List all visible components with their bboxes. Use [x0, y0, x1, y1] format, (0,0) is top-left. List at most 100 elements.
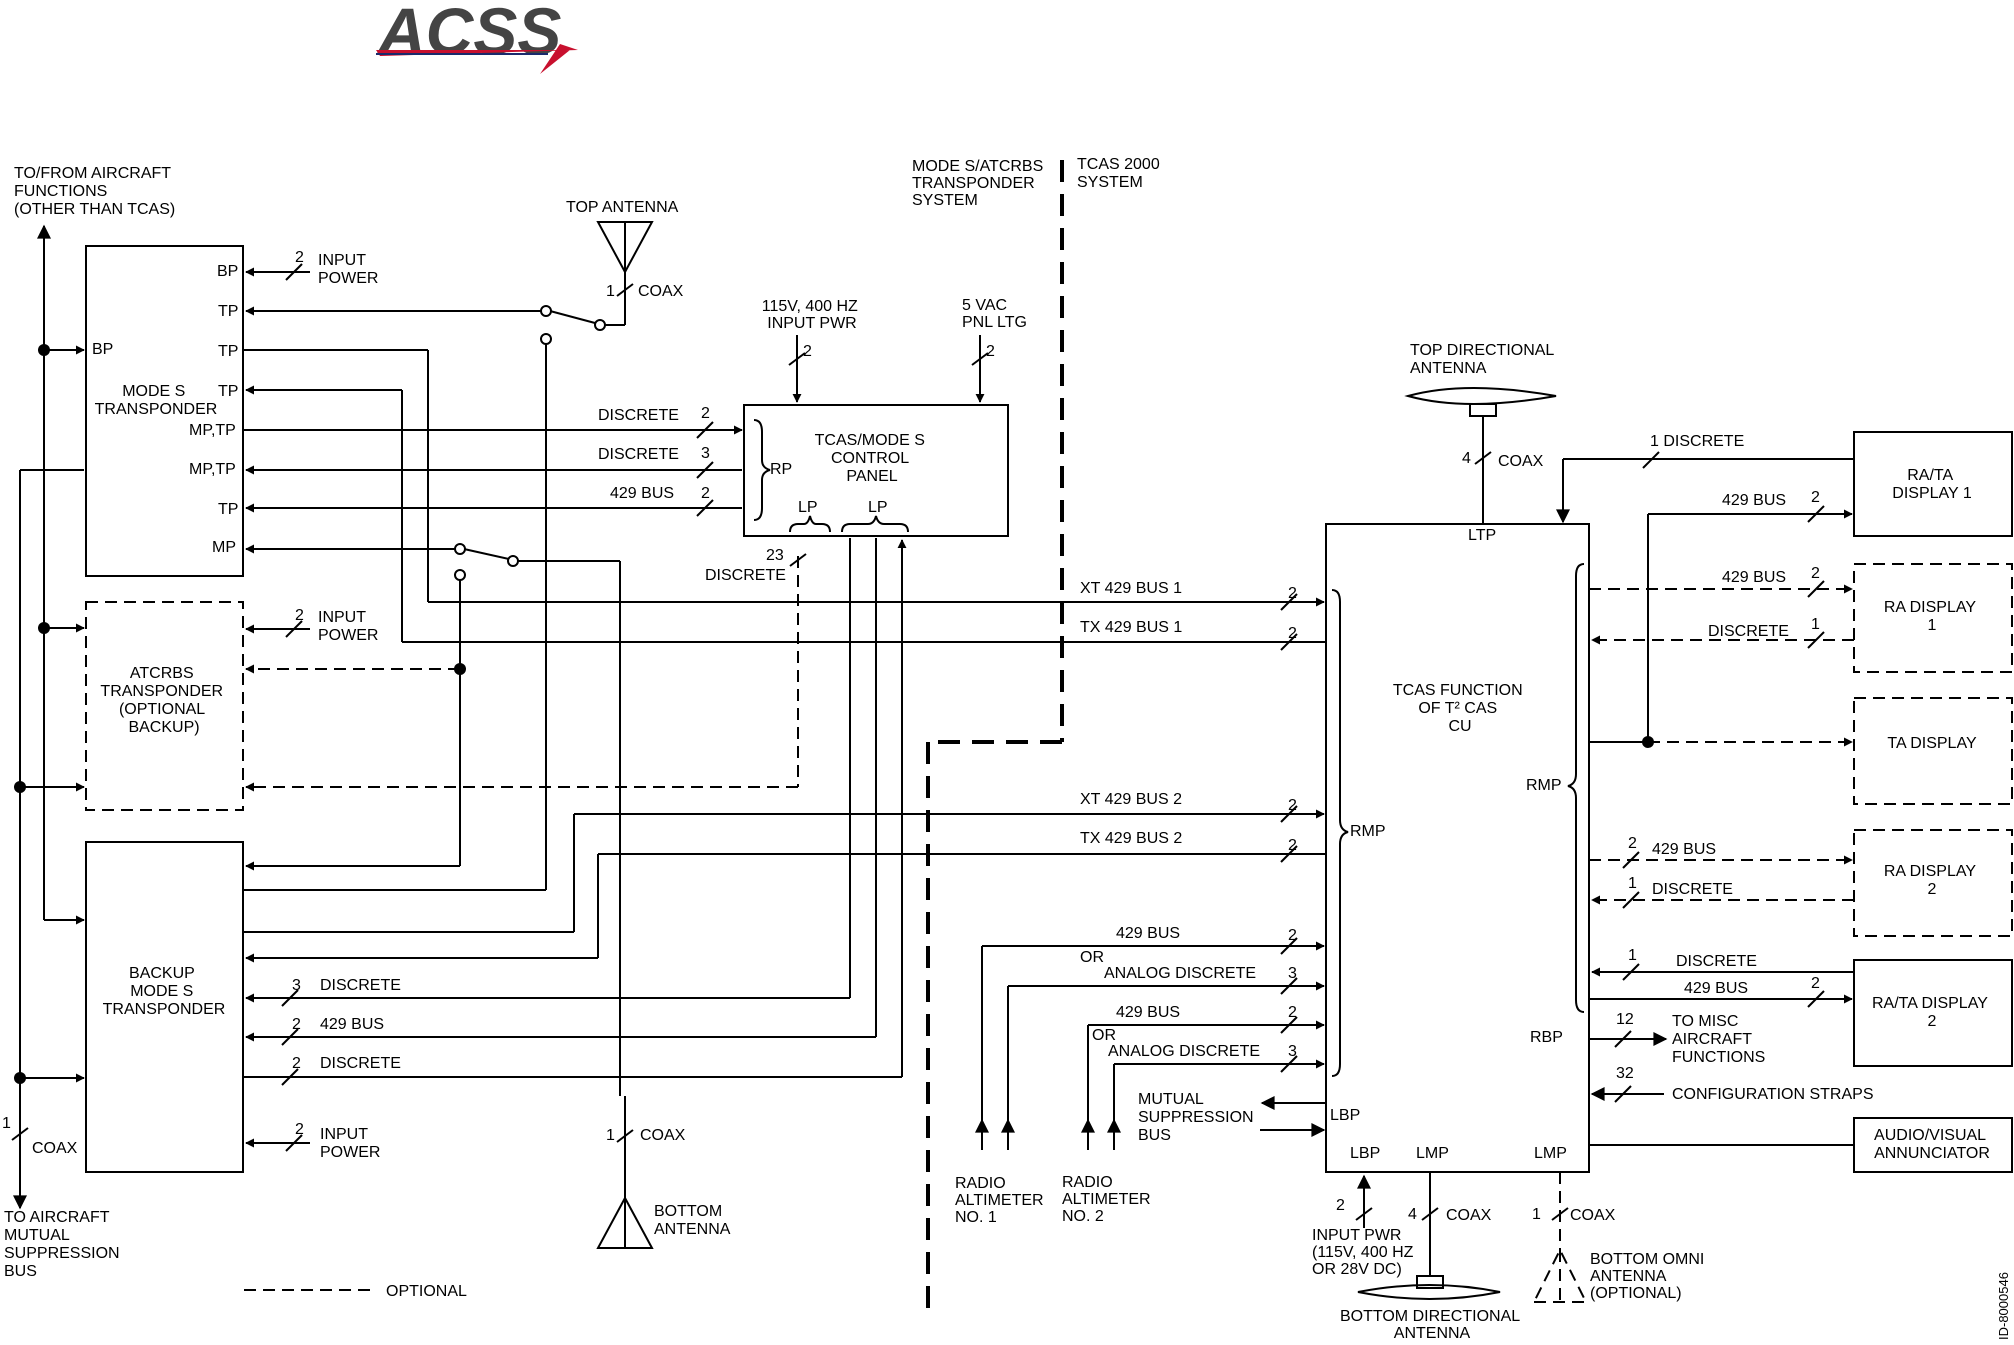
radio-altimeter-2-label: RADIO ALTIMETER NO. 2 — [1062, 1174, 1155, 1225]
ra-ta-display-1-box — [1853, 431, 2013, 537]
wire-slash — [1280, 805, 1298, 823]
wire-count: 12 — [1616, 1011, 1634, 1028]
wire-count: 2 — [295, 1121, 304, 1138]
port-rbp: RBP — [1530, 1029, 1563, 1046]
wire-slash — [285, 1134, 303, 1152]
mode-s-transponder-box — [85, 245, 244, 577]
ra-ta-display-1-label: RA/TA DISPLAY 1 — [1892, 467, 1972, 502]
or-label: OR — [1092, 1027, 1116, 1044]
wire-slash — [1355, 1207, 1373, 1221]
mode-s-system-label: MODE S/ATCRBS TRANSPONDER SYSTEM — [912, 158, 1048, 209]
ta-display-box — [1853, 697, 2013, 805]
top-directional-antenna-icon — [1404, 387, 1557, 405]
wire-count: 2 — [292, 1016, 301, 1033]
junction-dot — [14, 781, 26, 793]
wire-slash — [616, 1129, 634, 1143]
wire-slash — [1280, 1016, 1298, 1034]
bottom-omni-label: BOTTOM OMNI ANTENNA (OPTIONAL) — [1590, 1251, 1709, 1302]
junction-dot — [38, 622, 50, 634]
bus-429-label: 429 BUS — [1116, 925, 1180, 942]
bus-429-label: 429 BUS — [1722, 492, 1786, 509]
bus-429-label: 429 BUS — [610, 485, 674, 502]
coax-label: COAX — [32, 1140, 78, 1157]
wire-slash — [971, 352, 989, 366]
bottom-directional-antenna-icon — [1357, 1284, 1501, 1300]
atcrbs-transponder-label: ATCRBS TRANSPONDER (OPTIONAL BACKUP) — [100, 665, 227, 736]
wire-slash — [789, 553, 807, 567]
wire-slash — [1474, 451, 1492, 465]
tx-bus-2-label: TX 429 BUS 2 — [1080, 830, 1182, 847]
discrete-label: DISCRETE — [1676, 953, 1757, 970]
coax-label: COAX — [638, 283, 684, 300]
lp-brace — [789, 515, 831, 533]
wire-count: 2 — [803, 343, 812, 360]
wire-slash — [1614, 1085, 1632, 1103]
tcas-cu-box — [1325, 523, 1590, 1173]
wire-count: 1 — [606, 283, 615, 300]
wire-slash — [281, 989, 299, 1007]
optional-legend-label: OPTIONAL — [386, 1283, 467, 1300]
port-tp: TP — [218, 501, 238, 518]
wire-count: 4 — [1462, 450, 1471, 467]
port-lp: LP — [798, 499, 818, 516]
bus-429-label: 429 BUS — [1722, 569, 1786, 586]
wire-slash — [11, 1127, 29, 1141]
ra-display-2-box — [1853, 829, 2013, 937]
wire-slash — [696, 421, 714, 439]
wire-count: 2 — [1288, 837, 1297, 854]
switch-contact — [454, 569, 466, 581]
ra-ta-display-2-label: RA/TA DISPLAY 2 — [1872, 995, 1992, 1030]
wire-count: 1 — [1628, 947, 1637, 964]
port-lmp: LMP — [1534, 1145, 1567, 1162]
mode-s-transponder-label: MODE S TRANSPONDER — [95, 383, 218, 418]
tcas-system-label: TCAS 2000 SYSTEM — [1077, 156, 1164, 191]
port-lp: LP — [868, 499, 888, 516]
input-power-label: INPUT POWER — [318, 252, 378, 287]
wire-count: 2 — [1288, 585, 1297, 602]
junction-dot — [14, 1072, 26, 1084]
wire-count: 23 — [766, 547, 784, 564]
antenna-mount — [1469, 403, 1497, 417]
port-lbp: LBP — [1350, 1145, 1380, 1162]
coax-label: COAX — [1570, 1207, 1616, 1224]
wire-slash — [696, 499, 714, 517]
wire-slash — [1807, 505, 1825, 523]
rp-brace — [753, 419, 771, 521]
wire-count: 2 — [1288, 625, 1297, 642]
wire-slash — [1622, 891, 1640, 909]
wire-count: 32 — [1616, 1065, 1634, 1082]
radio-altimeter-1-label: RADIO ALTIMETER NO. 1 — [955, 1175, 1048, 1226]
backup-transponder-label: BACKUP MODE S TRANSPONDER — [103, 965, 226, 1018]
junction-dot — [38, 344, 50, 356]
to-from-aircraft-label: TO/FROM AIRCRAFT FUNCTIONS (OTHER THAN T… — [14, 165, 175, 218]
misc-functions-label: TO MISC AIRCRAFT FUNCTIONS — [1672, 1013, 1765, 1066]
wire-slash — [1280, 977, 1298, 995]
wire-slash — [1807, 631, 1825, 649]
wire-slash — [1280, 1055, 1298, 1073]
coax-label: COAX — [640, 1127, 686, 1144]
port-tp: TP — [218, 383, 238, 400]
wire-count: 2 — [1811, 489, 1820, 506]
discrete-label: DISCRETE — [598, 446, 679, 463]
port-lmp: LMP — [1416, 1145, 1449, 1162]
bus-429-label: 429 BUS — [1116, 1004, 1180, 1021]
or-label: OR — [1080, 949, 1104, 966]
wire-slash — [281, 1068, 299, 1086]
wire-slash — [1614, 1030, 1632, 1048]
wire-count: 4 — [1408, 1206, 1417, 1223]
power-115-label: 115V, 400 HZ INPUT PWR — [762, 298, 863, 332]
wire-slash — [1280, 845, 1298, 863]
discrete-label: DISCRETE — [1708, 623, 1789, 640]
coax-label: COAX — [1446, 1207, 1492, 1224]
switch-contact — [540, 333, 552, 345]
switch-contact — [594, 319, 606, 331]
bus-429-label: 429 BUS — [320, 1016, 384, 1033]
tx-bus-1-label: TX 429 BUS 1 — [1080, 619, 1182, 636]
ra-ta-display-2-box — [1853, 959, 2013, 1067]
bottom-omni-antenna-icon — [1532, 1247, 1588, 1303]
wire-slash — [1807, 990, 1825, 1008]
port-lbp: LBP — [1330, 1107, 1360, 1124]
port-mp-tp: MP,TP — [189, 422, 236, 439]
discrete-label: DISCRETE — [705, 567, 786, 584]
